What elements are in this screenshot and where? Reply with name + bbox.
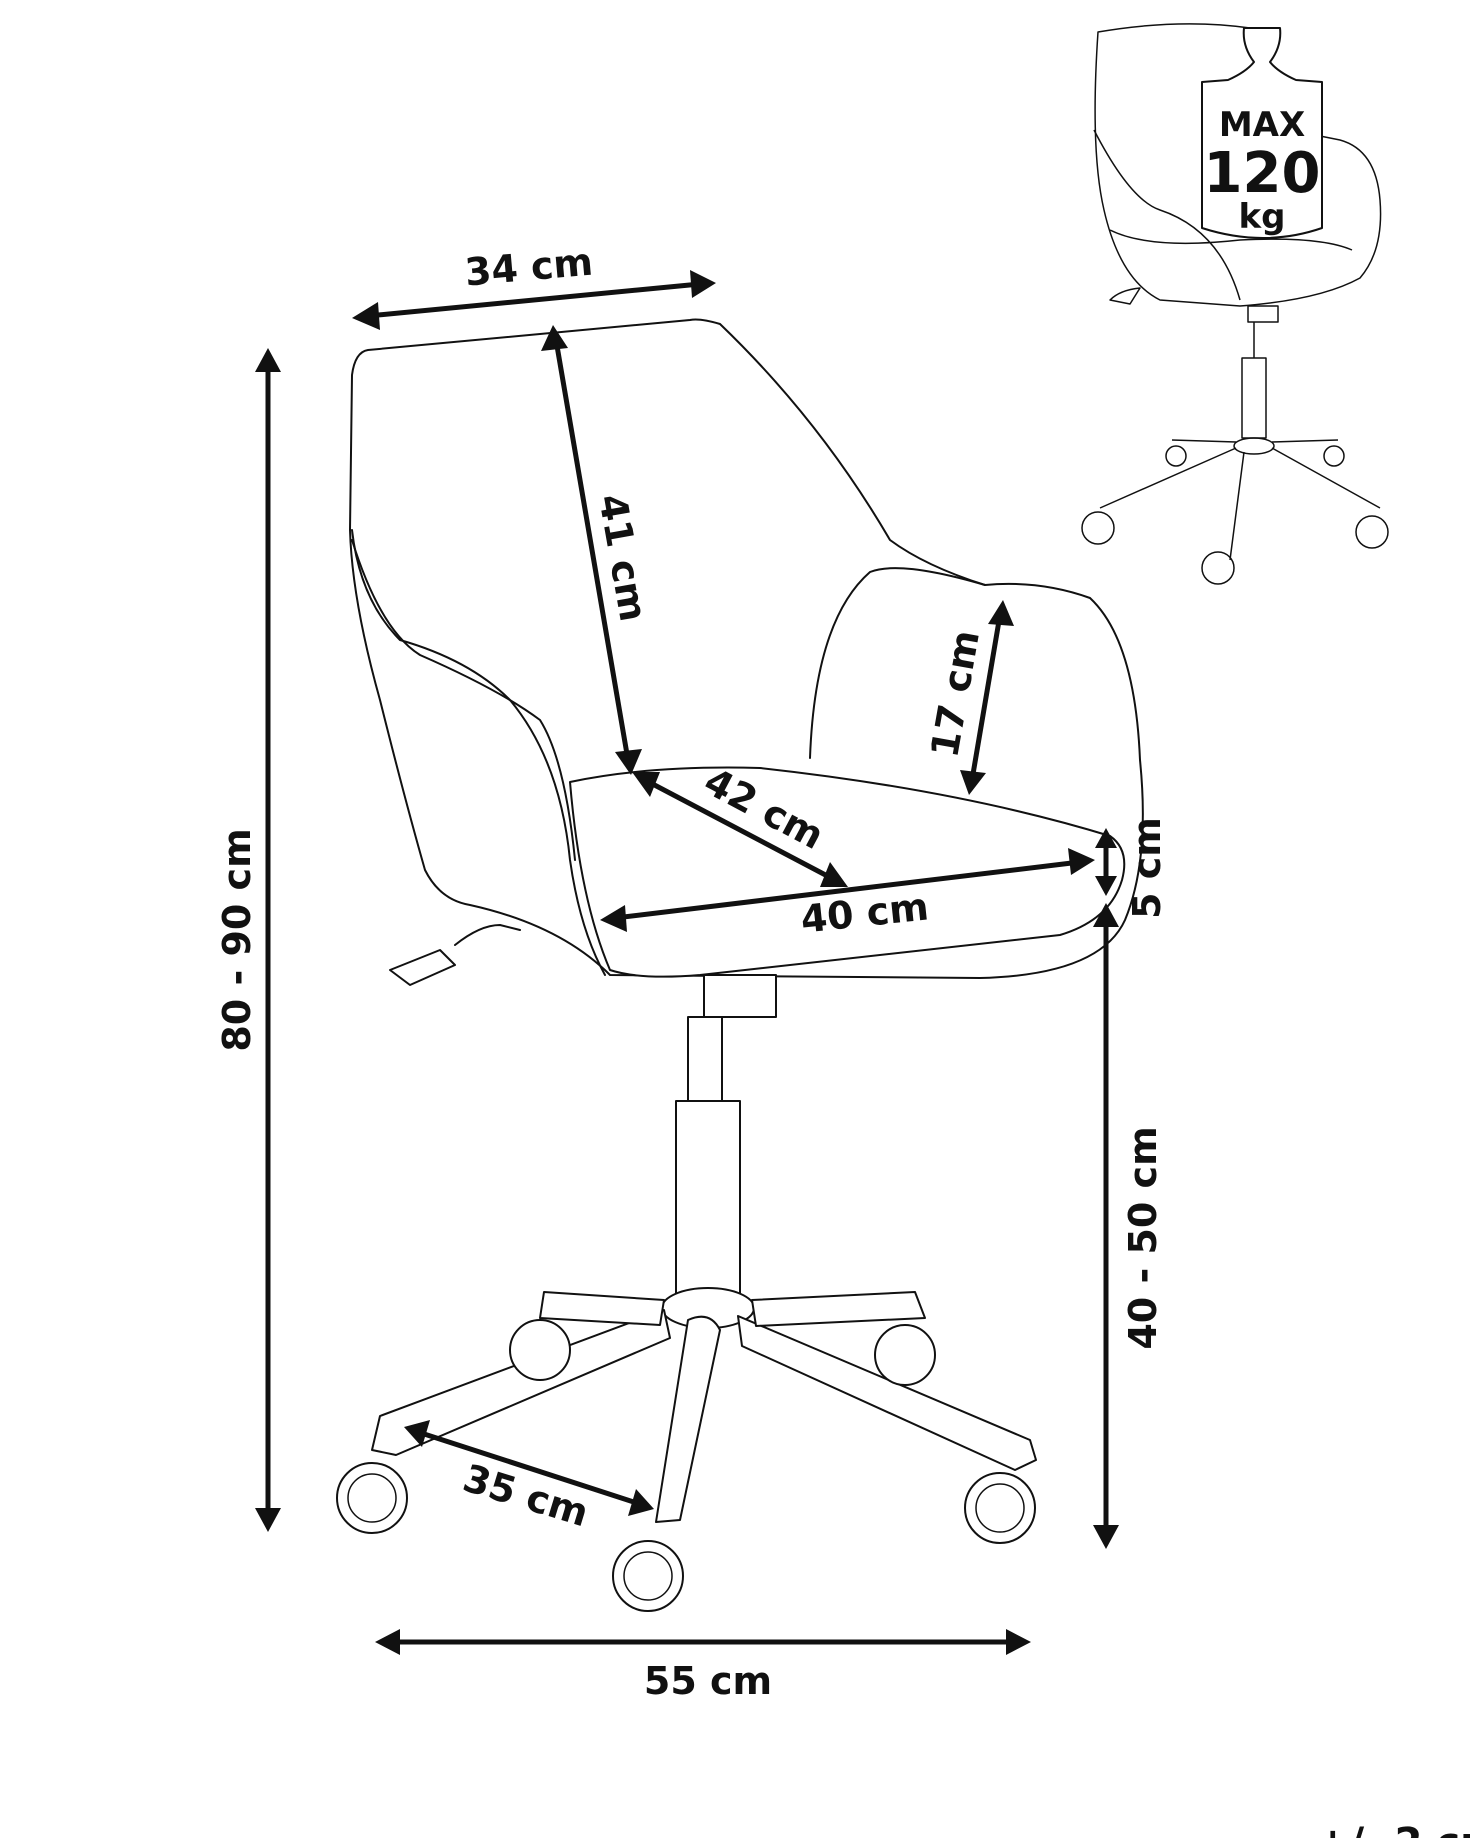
right-arm <box>809 567 986 759</box>
caster-front-inner <box>623 1551 673 1601</box>
casters <box>336 1319 1036 1612</box>
arrow-backrest-height <box>541 325 642 775</box>
base-leg-front <box>655 1315 721 1523</box>
label-seat-thickness: 5 cm <box>1125 817 1169 919</box>
base-leg-right <box>737 1315 1037 1471</box>
inset-caster-2 <box>1201 551 1235 585</box>
label-base-width: 55 cm <box>644 1659 772 1703</box>
inset-caster-4 <box>1165 445 1187 467</box>
base-leg-back-right <box>751 1291 926 1327</box>
inset-legs <box>1099 439 1381 561</box>
arrow-backrest-width <box>352 270 716 330</box>
gas-lift-upper <box>687 1016 723 1102</box>
weight-badge: MAX 120 kg <box>1201 27 1323 239</box>
arrow-armrest-height <box>960 600 1014 795</box>
inset-gas-lift <box>1241 357 1267 439</box>
inset-arm-line <box>1093 129 1241 301</box>
chair-drawing <box>336 318 1144 1612</box>
label-total-height: 80 - 90 cm <box>215 828 259 1051</box>
star-base <box>371 1291 1037 1523</box>
gas-lift-lower <box>675 1100 741 1298</box>
load-inset: MAX 120 kg <box>1081 23 1389 585</box>
arrow-leg-length <box>404 1420 654 1516</box>
inset-seat-line <box>1109 229 1353 251</box>
inset-caster-3 <box>1355 515 1389 549</box>
height-lever <box>389 924 521 986</box>
dimension-lines <box>255 270 1119 1655</box>
label-backrest-width: 34 cm <box>463 240 595 295</box>
arrow-total-height <box>255 348 281 1532</box>
badge-weight-unit: kg <box>1239 197 1286 237</box>
arrow-seat-width <box>600 848 1095 932</box>
caster-front-left-inner <box>347 1473 397 1523</box>
seat-mount <box>703 974 777 1018</box>
caster-back-right <box>874 1324 936 1386</box>
inset-caster-1 <box>1081 511 1115 545</box>
inset-lever <box>1109 287 1141 305</box>
badge-weight-value: 120 <box>1204 141 1321 206</box>
inset-caster-5 <box>1323 445 1345 467</box>
label-seat-height: 40 - 50 cm <box>1121 1126 1165 1349</box>
caster-right-inner <box>975 1483 1025 1533</box>
base-leg-back-left <box>539 1291 665 1326</box>
inset-hub <box>1233 437 1275 455</box>
arrow-seat-height <box>1093 903 1119 1549</box>
tolerance-note: +/- 2 cm <box>1316 1820 1470 1838</box>
left-arm-shell <box>351 539 576 861</box>
weight-icon <box>1201 27 1323 239</box>
inset-mount <box>1247 305 1279 323</box>
badge-max-label: MAX <box>1219 105 1305 145</box>
seat-cushion <box>569 766 1126 978</box>
caster-back-left <box>509 1319 571 1381</box>
base-leg-front-left <box>371 1309 671 1456</box>
arrow-seat-thickness <box>1095 828 1117 896</box>
arrow-seat-depth <box>632 772 848 887</box>
arrow-base-width <box>375 1629 1031 1655</box>
